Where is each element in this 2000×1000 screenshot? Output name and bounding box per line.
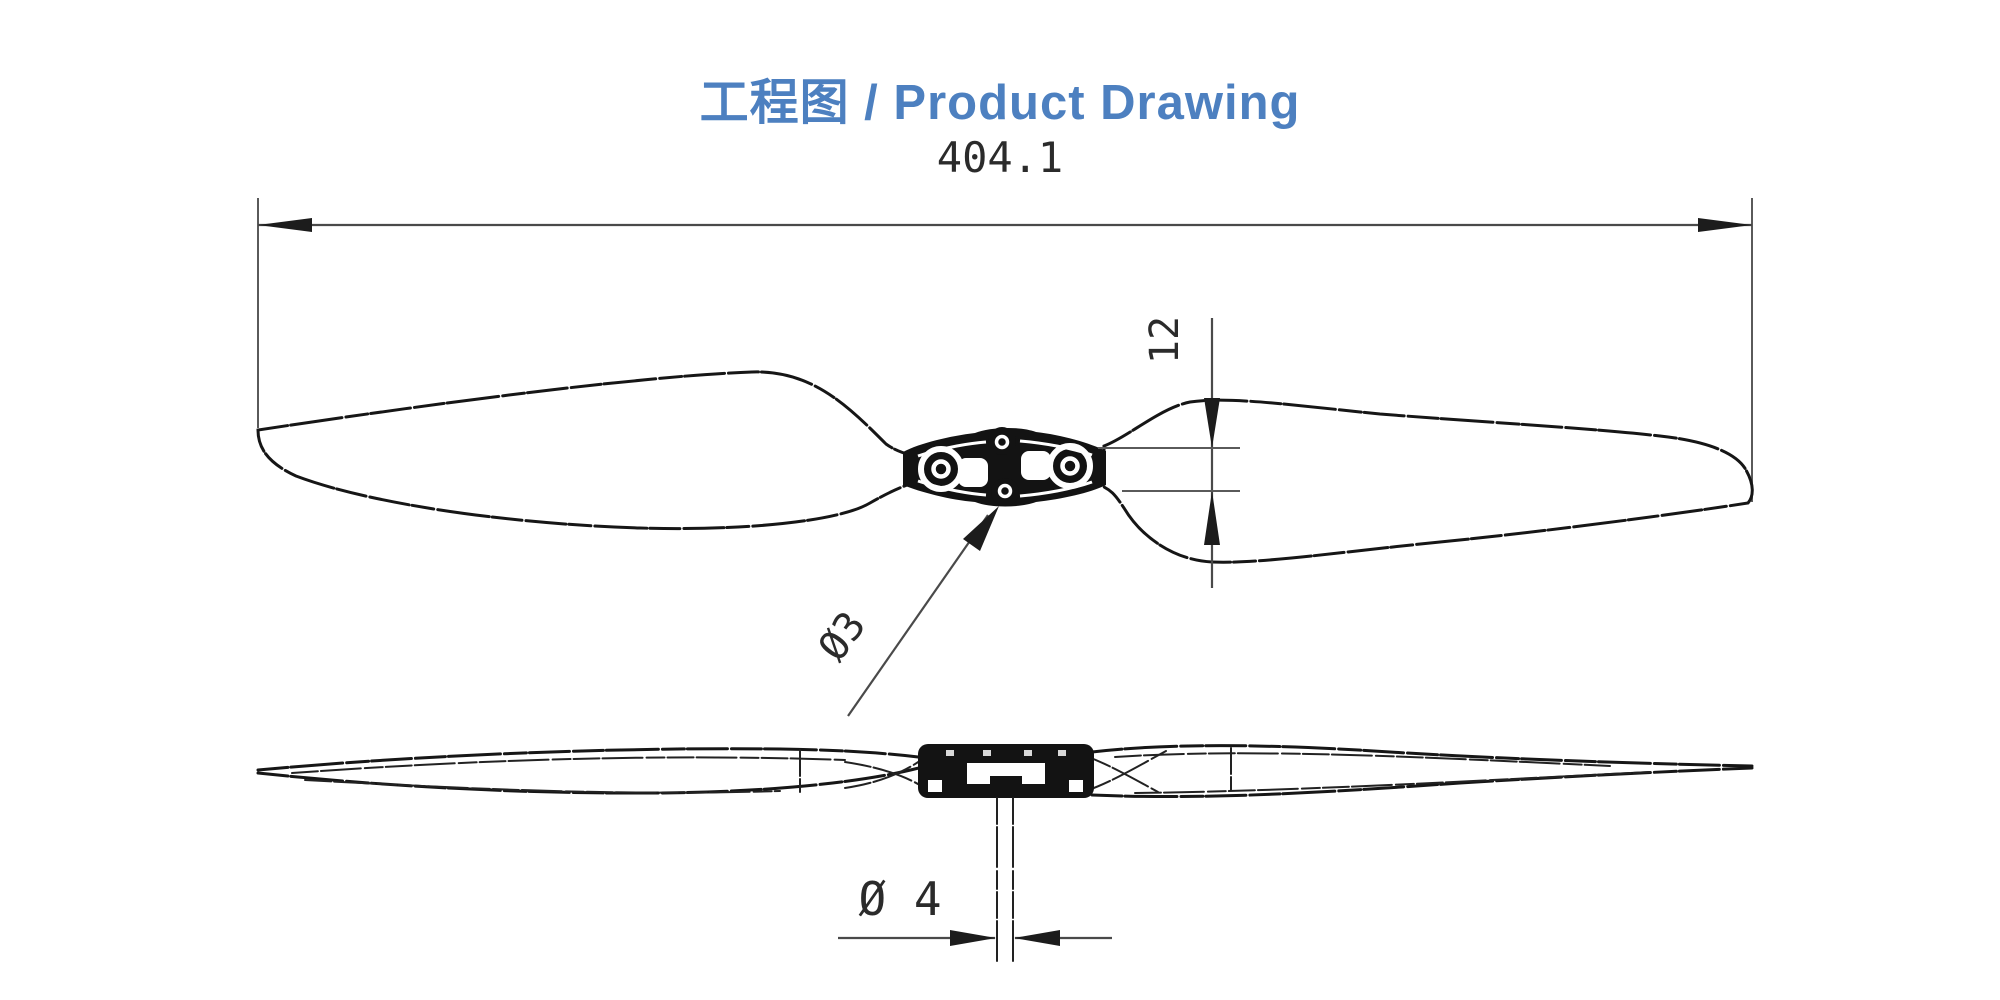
side-view-hub	[918, 744, 1094, 798]
leader-hole-diameter: Ø3	[810, 506, 999, 717]
hub-pin-hole-top	[994, 434, 1010, 450]
side-view-blade-left-upper-inner	[291, 756, 846, 774]
dim-arrow-up-icon	[1204, 491, 1220, 545]
side-view-blade-left-upper	[256, 747, 928, 772]
top-view-blade-right	[1102, 398, 1754, 564]
dim-arrow-right-icon	[1698, 218, 1752, 232]
dim-arrow-left-icon	[1014, 930, 1060, 946]
side-view-blade-right-upper	[1090, 744, 1754, 768]
dim-arrow-left-icon	[258, 218, 312, 232]
hub-slot-left	[958, 458, 988, 487]
hub-profile-mark	[946, 750, 954, 756]
hub-profile-tab	[990, 776, 1022, 791]
dimension-overall-length: 404.1	[257, 133, 1753, 502]
top-view-blade-left	[256, 370, 912, 531]
dimension-hub-height-value: 12	[1142, 316, 1188, 364]
hub-slot-right	[1021, 451, 1051, 480]
side-view-blade-right-lower-inner	[1134, 771, 1651, 794]
leader-arrow-icon	[963, 506, 999, 551]
page-title: 工程图 / Product Drawing	[699, 75, 1301, 130]
dimension-overall-length-value: 404.1	[937, 133, 1063, 182]
hub-mold-line	[1019, 480, 1093, 498]
dim-arrow-right-icon	[950, 930, 996, 946]
hub-bolt-hole-right	[1060, 456, 1080, 476]
leader-line	[847, 514, 989, 717]
hub-profile-notch-left	[928, 780, 942, 792]
hub-top-bump	[988, 427, 1016, 455]
hub-pin-hole-bottom	[997, 483, 1013, 499]
hub-profile-mark	[1024, 750, 1032, 756]
side-view-blade-left-lower-inner	[304, 779, 781, 794]
hub-profile-mark	[1058, 750, 1066, 756]
side-view-blade-right-lower	[1090, 766, 1754, 799]
top-view-propeller	[256, 370, 1754, 564]
dimension-shaft-diameter-value: Ø 4	[858, 872, 941, 926]
dim-arrow-down-icon	[1204, 398, 1220, 448]
side-view-blade-right-upper-inner	[1114, 752, 1611, 767]
hub-profile-mark	[983, 750, 991, 756]
hub-profile-cutout	[967, 763, 1045, 784]
hub-profile-notch-right	[1069, 780, 1083, 792]
hub-bottom-bump	[991, 478, 1019, 506]
side-view-blade-left-lower	[256, 764, 928, 795]
side-view-propeller	[256, 744, 1754, 963]
hub-bolt-hole-left	[931, 459, 951, 479]
top-view-hub	[903, 427, 1106, 507]
side-view-root-strand	[1085, 750, 1167, 792]
dimension-shaft-diameter: Ø 4	[838, 872, 1112, 946]
dimension-hole-diameter-value: Ø3	[810, 603, 876, 669]
dimension-hub-height: 12	[1098, 316, 1240, 588]
